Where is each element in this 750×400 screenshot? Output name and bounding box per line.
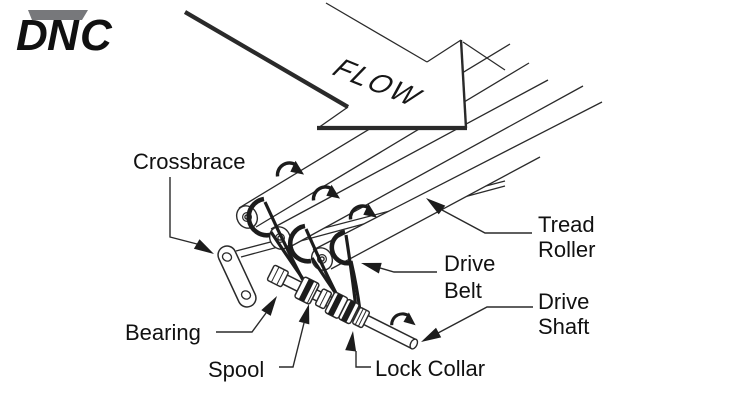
crossbrace-leader <box>169 177 198 245</box>
bearing-leader <box>216 312 267 333</box>
drive-shaft-label-line1: Drive <box>538 289 589 314</box>
lock-collar <box>352 307 371 329</box>
crossbrace-bracket <box>217 245 257 308</box>
drive-shaft-assembly <box>266 264 419 350</box>
flow-arrow: FLOW <box>183 2 506 131</box>
part-labels: Crossbrace Bearing Spool Lock Collar Dri… <box>125 149 595 382</box>
spool-label: Spool <box>208 357 264 382</box>
drive-belt-leader <box>379 267 437 273</box>
drive-belt-label-line1: Drive <box>444 251 495 276</box>
drive-belt-arrowhead <box>361 262 382 274</box>
drive-shaft-leader <box>437 306 533 334</box>
drive-belt-1 <box>246 196 271 238</box>
bearing <box>266 264 289 288</box>
collar-1 <box>314 288 333 310</box>
drive-belt-label-line2: Belt <box>444 278 482 303</box>
lock-collar-leader <box>355 351 371 368</box>
drive-shaft-arrowhead <box>421 327 442 342</box>
bracket-hole-top <box>221 252 233 262</box>
tread-roller-label-line2: Roller <box>538 237 595 262</box>
tread-roller-leader <box>441 209 532 234</box>
bearing-label: Bearing <box>125 320 201 345</box>
spool-1 <box>294 276 320 305</box>
drive-belt-3 <box>329 229 351 266</box>
bracket-hole-bottom <box>240 290 252 300</box>
flow-arrow-fill <box>185 3 466 128</box>
tread-roller-3-body <box>313 102 602 269</box>
crossbrace-arrowhead <box>193 239 214 254</box>
logo-top-swoosh <box>28 10 88 20</box>
leader-arrowheads <box>193 198 446 352</box>
spool-arrowhead <box>298 304 310 325</box>
logo-letter-c: C <box>80 11 113 60</box>
drive-shaft-label-line2: Shaft <box>538 314 589 339</box>
spool-3 <box>338 298 360 325</box>
tread-roller-2-body <box>271 80 583 248</box>
bearing-arrowhead <box>261 296 277 316</box>
tread-roller-label-line1: Tread <box>538 212 595 237</box>
lock-collar-label: Lock Collar <box>375 356 485 381</box>
dnc-logo: D N C <box>16 10 113 60</box>
tread-roller-arrowhead <box>426 198 446 215</box>
leader-lines <box>169 177 533 368</box>
crossbrace-label: Crossbrace <box>133 149 245 174</box>
spool-leader <box>279 322 305 368</box>
lock-collar-arrowhead <box>345 331 357 352</box>
drive-belt-2 <box>287 223 312 264</box>
